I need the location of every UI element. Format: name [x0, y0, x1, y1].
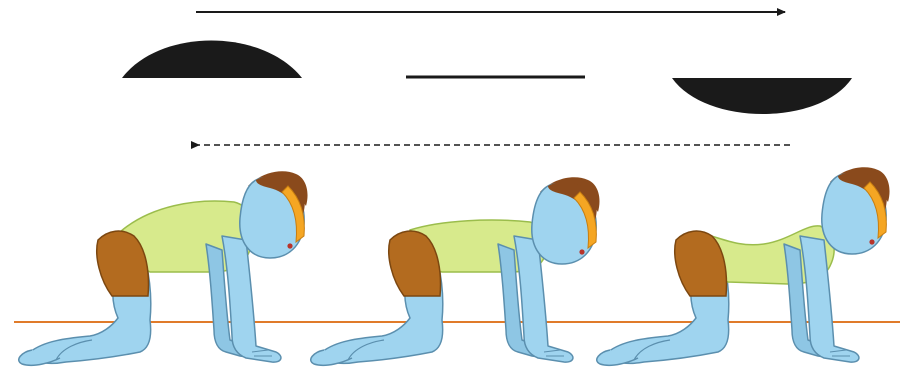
figure-cat-pose [19, 171, 308, 365]
figure-cow-pose [597, 167, 890, 365]
arch-down-symbol [672, 78, 852, 114]
arch-up-symbol [122, 41, 302, 79]
figure-neutral-pose [311, 177, 600, 365]
